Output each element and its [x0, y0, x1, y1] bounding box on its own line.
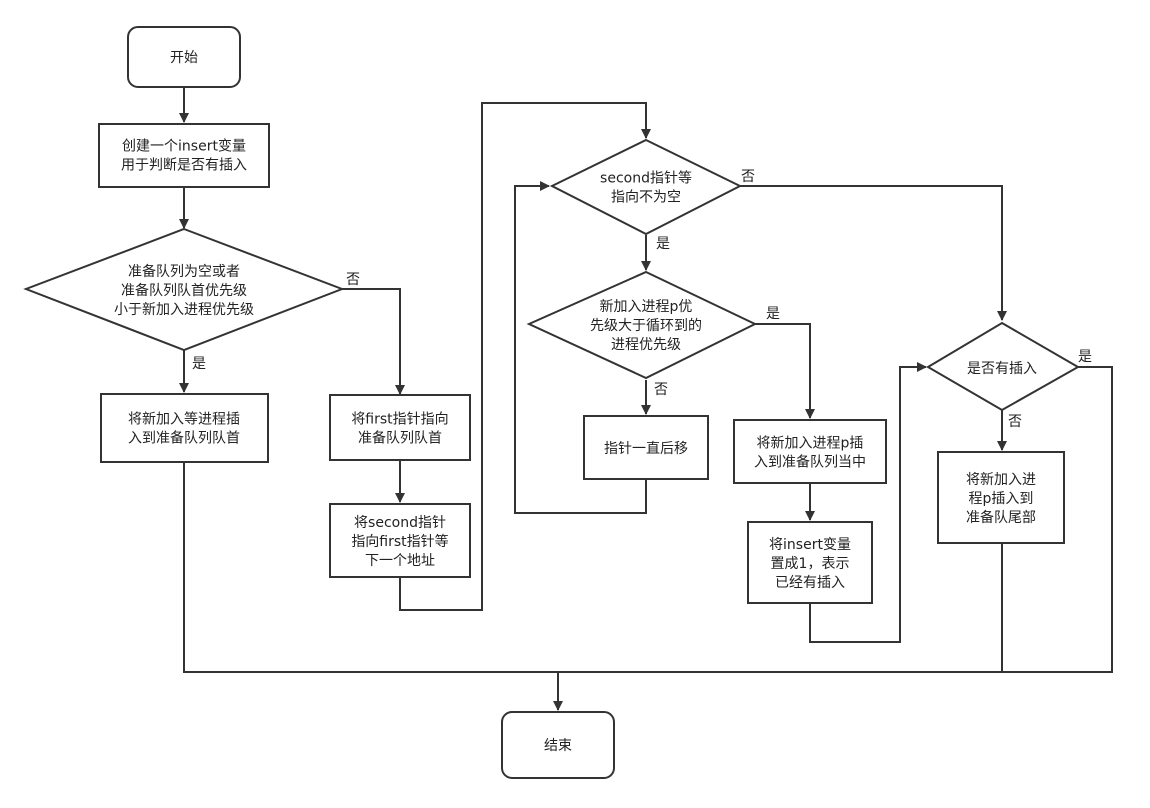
- inserted-check-decision: 是否有插入: [926, 321, 1081, 412]
- ptr-move-shape: [583, 415, 709, 480]
- insert-head-shape: [100, 393, 269, 463]
- create-insert-label: 创建一个insert变量用于判断是否有插入: [121, 139, 247, 174]
- second-ptr-line: 下一个地址: [365, 553, 435, 569]
- end-node: 结束: [501, 711, 615, 779]
- create-insert-line: 用于判断是否有插入: [121, 158, 247, 174]
- check-queue-shape: [23, 227, 345, 352]
- insert-tail-line: 将新加入进: [966, 472, 1036, 488]
- label-q1-no: 否: [346, 272, 360, 288]
- second-ptr-shape: [329, 503, 471, 578]
- second-check-decision: second指针等指向不为空: [549, 138, 743, 236]
- insert-mid-label: 将新加入进程p插入到准备队列当中: [754, 436, 866, 471]
- insert-head-node: 将新加入等进程插入到准备队列队首: [100, 393, 269, 463]
- first-ptr-node: 将first指针指向准备队列队首: [329, 394, 471, 461]
- end-label: 结束: [544, 738, 572, 754]
- insert-tail-node: 将新加入进程p插入到准备队尾部: [937, 451, 1065, 544]
- check-queue-line: 小于新加入进程优先级: [114, 302, 254, 318]
- priority-check-line: 先级大于循环到的: [590, 318, 702, 334]
- priority-check-line: 进程优先级: [611, 337, 681, 353]
- priority-check-label: 新加入进程p优先级大于循环到的进程优先级: [590, 299, 702, 353]
- second-ptr-node: 将second指针指向first指针等下一个地址: [329, 503, 471, 578]
- priority-check-shape: [526, 270, 758, 380]
- second-check-shape: [549, 138, 743, 236]
- check-queue-line: 准备队列队首优先级: [121, 282, 247, 299]
- label-q1-yes: 是: [192, 356, 206, 372]
- priority-check-line: 新加入进程p优: [600, 299, 693, 315]
- first-ptr-line: 将first指针指向: [351, 412, 448, 428]
- insert-tail-label: 将新加入进程p插入到准备队尾部: [966, 472, 1036, 526]
- end-line: 结束: [544, 738, 572, 754]
- edge-q3-yes: [755, 323, 815, 419]
- second-ptr-line: 将second指针: [354, 515, 446, 531]
- ptr-move-label: 指针一直后移: [604, 440, 688, 457]
- edge-set-to-q4: [809, 362, 927, 643]
- inserted-check-label: 是否有插入: [967, 361, 1037, 377]
- set-insert-label: 将insert变量置成1，表示已经有插入: [769, 537, 851, 591]
- label-q2-no: 否: [741, 169, 755, 185]
- second-check-line: second指针等: [600, 170, 692, 187]
- set-insert-line: 已经有插入: [775, 575, 845, 591]
- create-insert-node: 创建一个insert变量用于判断是否有插入: [98, 123, 270, 188]
- check-queue-decision: 准备队列为空或者准备队列队首优先级小于新加入进程优先级: [23, 227, 345, 352]
- second-check-label: second指针等指向不为空: [600, 170, 692, 206]
- insert-mid-line: 将新加入进程p插: [757, 436, 864, 452]
- set-insert-node: 将insert变量置成1，表示已经有插入: [747, 521, 873, 604]
- check-queue-label: 准备队列为空或者准备队列队首优先级小于新加入进程优先级: [114, 263, 254, 318]
- inserted-check-line: 是否有插入: [967, 361, 1037, 377]
- start-line: 开始: [170, 50, 198, 66]
- insert-tail-line: 程p插入到: [969, 491, 1034, 507]
- first-ptr-shape: [329, 394, 471, 461]
- edge-q4-yes: [558, 366, 1113, 673]
- insert-head-label: 将新加入等进程插入到准备队列队首: [128, 411, 240, 447]
- second-check-line: 指向不为空: [611, 190, 681, 206]
- priority-check-decision: 新加入进程p优先级大于循环到的进程优先级: [526, 270, 758, 380]
- insert-head-line: 将新加入等进程插: [128, 411, 240, 428]
- label-q4-yes: 是: [1078, 349, 1092, 365]
- edge-check-no: [342, 288, 405, 395]
- edge-labels: 否 是 否 是 是 否 是 否: [192, 169, 1092, 430]
- edges: [179, 88, 1113, 711]
- start-label: 开始: [170, 50, 198, 66]
- end-shape: [501, 711, 615, 779]
- set-insert-line: 置成1，表示: [771, 556, 850, 572]
- start-node: 开始: [127, 26, 241, 88]
- label-q4-no: 否: [1008, 414, 1022, 430]
- edge-second-to-loop: [399, 102, 651, 611]
- insert-tail-shape: [937, 451, 1065, 544]
- insert-mid-line: 入到准备队列当中: [754, 454, 866, 471]
- check-queue-line: 准备队列为空或者: [128, 263, 240, 280]
- insert-tail-line: 准备队尾部: [966, 509, 1036, 526]
- first-ptr-line: 准备队列队首: [358, 430, 442, 447]
- second-ptr-label: 将second指针指向first指针等下一个地址: [351, 515, 448, 569]
- insert-head-line: 入到准备队列队首: [128, 430, 240, 447]
- set-insert-line: 将insert变量: [769, 537, 851, 553]
- edge-head-to-merge: [183, 462, 558, 673]
- second-ptr-line: 指向first指针等: [351, 533, 448, 550]
- set-insert-shape: [747, 521, 873, 604]
- create-insert-shape: [98, 123, 270, 188]
- create-insert-line: 创建一个insert变量: [122, 139, 246, 155]
- inserted-check-shape: [926, 321, 1081, 412]
- ptr-move-node: 指针一直后移: [583, 415, 709, 480]
- insert-mid-node: 将新加入进程p插入到准备队列当中: [733, 419, 887, 484]
- ptr-move-line: 指针一直后移: [604, 440, 688, 457]
- edge-loop-back: [514, 181, 647, 514]
- start-shape: [127, 26, 241, 88]
- label-q3-no: 否: [654, 382, 668, 398]
- first-ptr-label: 将first指针指向准备队列队首: [351, 412, 448, 447]
- label-q3-yes: 是: [766, 306, 780, 322]
- insert-mid-shape: [733, 419, 887, 484]
- label-q2-yes: 是: [656, 236, 670, 252]
- edge-q2-no: [740, 185, 1007, 321]
